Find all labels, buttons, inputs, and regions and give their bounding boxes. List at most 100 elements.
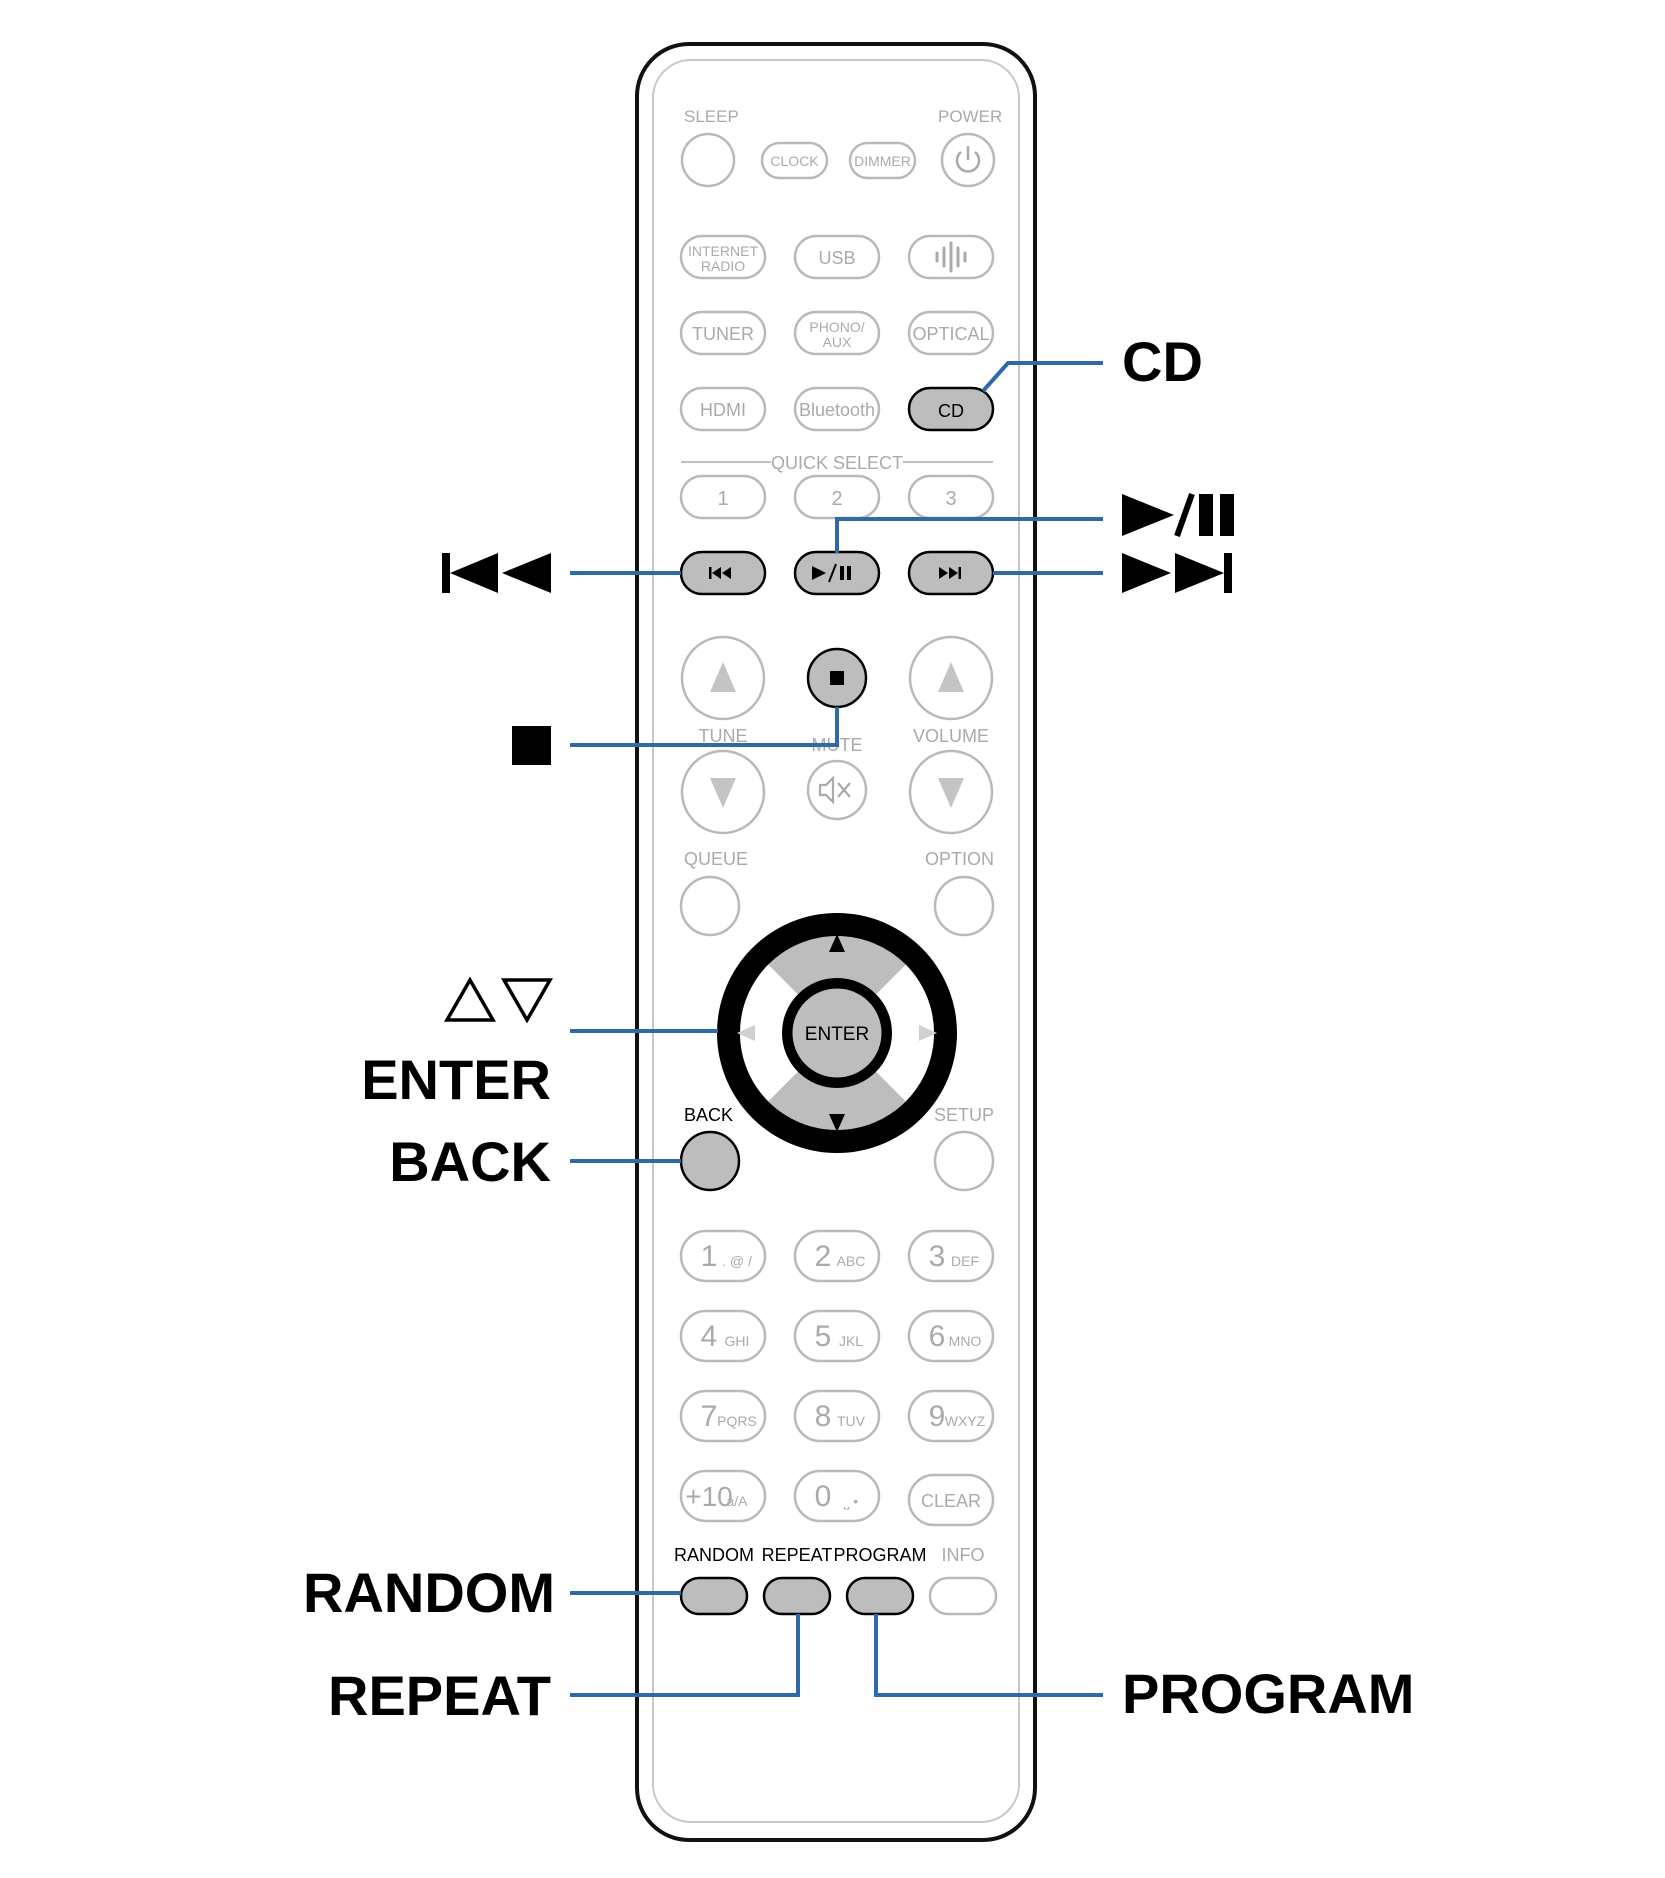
keypad-number: 5	[815, 1320, 832, 1353]
internet-radio-button[interactable]: INTERNET RADIO	[679, 234, 767, 280]
option-button[interactable]	[933, 875, 995, 937]
keypad-number: 1	[701, 1240, 718, 1273]
volume-down-icon	[938, 778, 964, 808]
volume-label: VOLUME	[913, 726, 989, 746]
callout-enter: ENTER	[361, 1048, 551, 1111]
keypad-letters: PQRS	[717, 1413, 757, 1429]
keypad-letters: TUV	[837, 1413, 866, 1429]
phono-aux-button[interactable]: PHONO/ AUX	[793, 310, 881, 356]
tune-down-button[interactable]	[680, 749, 766, 835]
usb-label: USB	[818, 248, 855, 268]
usb-button[interactable]: USB	[793, 234, 881, 280]
play-pause-button[interactable]	[793, 550, 881, 596]
optical-label: OPTICAL	[912, 324, 989, 344]
keypad-10-button[interactable]: +10a/A	[679, 1469, 767, 1523]
internet-radio-label-2: RADIO	[701, 258, 745, 274]
callout-next: ⏭	[1122, 553, 1232, 593]
next-track-button[interactable]	[907, 550, 995, 596]
random-button[interactable]	[679, 1576, 749, 1616]
play-pause-icon	[812, 563, 851, 583]
callout-play-pause: ▶/❚❚	[1122, 492, 1234, 538]
queue-label: QUEUE	[684, 849, 748, 869]
power-label: POWER	[938, 107, 1002, 126]
keypad-number: 4	[701, 1320, 718, 1353]
repeat-button[interactable]	[762, 1576, 832, 1616]
keypad-1-button[interactable]: 1. @ /	[679, 1229, 767, 1283]
keypad-letters: DEF	[951, 1253, 979, 1269]
cursor-pad: ENTER	[717, 913, 957, 1153]
quick-select-1-label: 1	[717, 488, 728, 510]
phono-label-1: PHONO/	[809, 319, 864, 335]
back-button[interactable]	[679, 1130, 741, 1192]
clock-button[interactable]: CLOCK	[760, 141, 829, 180]
enter-label: ENTER	[805, 1024, 869, 1045]
setup-label: SETUP	[934, 1105, 994, 1125]
leader-cd	[981, 361, 1103, 393]
heos-icon	[935, 241, 967, 273]
callout-program: PROGRAM	[1122, 1662, 1414, 1725]
callout-stop: ■	[512, 726, 551, 765]
queue-button[interactable]	[679, 875, 741, 937]
stop-button[interactable]	[806, 647, 868, 709]
back-label: BACK	[684, 1105, 733, 1125]
keypad-letters: MNO	[949, 1333, 982, 1349]
tuner-button[interactable]: TUNER	[679, 310, 767, 356]
callout-repeat: REPEAT	[328, 1664, 551, 1727]
cursor-up-icon	[829, 934, 845, 952]
bluetooth-button[interactable]: Bluetooth	[793, 386, 881, 432]
clear-button[interactable]: CLEAR	[907, 1473, 995, 1527]
tune-up-icon	[710, 662, 736, 692]
hdmi-label: HDMI	[700, 400, 746, 420]
cursor-down-button[interactable]	[768, 1071, 906, 1131]
enter-button[interactable]: ENTER	[789, 985, 885, 1081]
cursor-right-icon	[919, 1025, 937, 1041]
keypad-number: 8	[815, 1400, 832, 1433]
quick-select-3-button[interactable]: 3	[907, 474, 995, 520]
cursor-left-button[interactable]	[739, 964, 799, 1102]
quick-select-1-button[interactable]: 1	[679, 474, 767, 520]
setup-button[interactable]	[933, 1130, 995, 1192]
keypad-8-button[interactable]: 8 TUV	[793, 1389, 881, 1443]
mute-button[interactable]	[806, 759, 868, 821]
optical-button[interactable]: OPTICAL	[907, 310, 995, 356]
keypad-letters: . @ /	[722, 1253, 752, 1269]
dimmer-label: DIMMER	[854, 153, 911, 169]
cursor-right-button[interactable]	[875, 964, 935, 1102]
heos-button[interactable]	[907, 234, 995, 280]
callout-prev: ⏮	[442, 553, 551, 593]
callout-cd: CD	[1122, 330, 1203, 393]
keypad-number: 9	[929, 1400, 946, 1433]
cd-button[interactable]: CD	[907, 386, 995, 432]
volume-up-icon	[938, 662, 964, 692]
stop-icon	[830, 671, 844, 685]
cursor-up-button[interactable]	[768, 935, 906, 995]
leader-repeat	[570, 1614, 800, 1697]
dimmer-button[interactable]: DIMMER	[848, 141, 917, 180]
program-button[interactable]	[845, 1576, 915, 1616]
info-button[interactable]	[928, 1576, 998, 1616]
previous-track-button[interactable]	[679, 550, 767, 596]
phono-label-2: AUX	[823, 334, 852, 350]
next-track-icon	[939, 567, 961, 579]
tune-up-button[interactable]	[680, 635, 766, 721]
quick-select-2-button[interactable]: 2	[793, 474, 881, 520]
keypad-11-button[interactable]: 0⎵ •	[793, 1469, 881, 1523]
sleep-button[interactable]	[680, 132, 736, 188]
power-button[interactable]	[940, 132, 996, 188]
keypad-number: 2	[815, 1240, 832, 1273]
volume-up-button[interactable]	[908, 635, 994, 721]
program-label: PROGRAM	[833, 1545, 926, 1565]
volume-down-button[interactable]	[908, 749, 994, 835]
hdmi-button[interactable]: HDMI	[679, 386, 767, 432]
keypad-letters: ⎵ •	[844, 1493, 858, 1510]
clear-label: CLEAR	[921, 1491, 981, 1511]
